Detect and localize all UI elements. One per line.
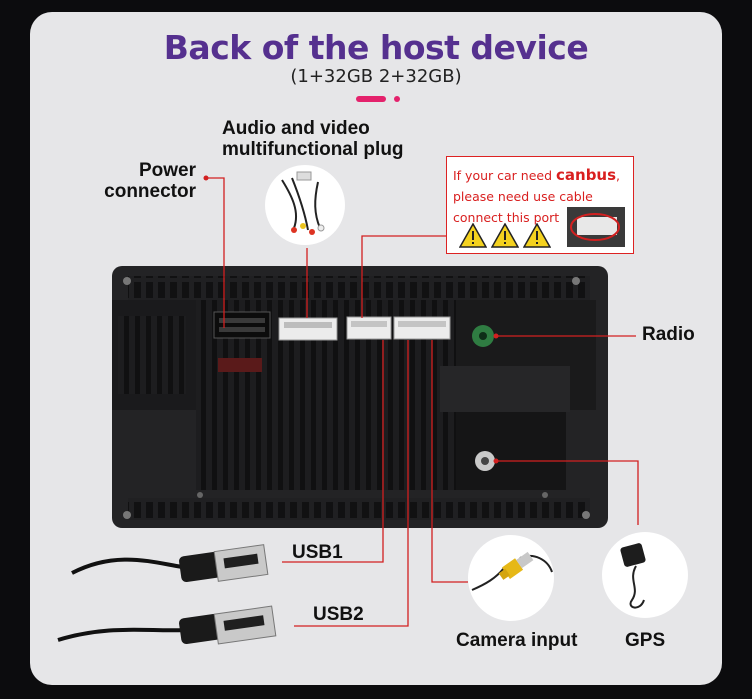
power-connector-label: Power connector bbox=[96, 160, 196, 202]
gps-port bbox=[475, 451, 495, 471]
title-accent-bar bbox=[356, 96, 386, 102]
camera-input-label: Camera input bbox=[456, 630, 578, 651]
canbus-note-box: If your car need canbus, please need use… bbox=[446, 156, 634, 254]
radio-port bbox=[472, 325, 494, 347]
page-subtitle: (1+32GB 2+32GB) bbox=[290, 66, 462, 87]
av-plug-port bbox=[278, 317, 338, 341]
canbus-note-line-2: please need use cable bbox=[453, 189, 593, 204]
canbus-port-thumbnail bbox=[567, 207, 625, 247]
canbus-note-line-3: connect this port bbox=[453, 210, 560, 225]
canbus-note-line-1: If your car need canbus, bbox=[453, 166, 620, 184]
radio-label: Radio bbox=[642, 324, 695, 345]
canbus-note-suffix: , bbox=[616, 168, 621, 183]
av-plug-label: Audio and video multifunctional plug bbox=[222, 118, 404, 160]
gps-label: GPS bbox=[625, 630, 666, 651]
warning-icon bbox=[491, 223, 519, 248]
camera-cable-thumbnail bbox=[468, 535, 554, 621]
power-connector-port bbox=[213, 311, 271, 372]
av-plug-label-line1: Audio and video bbox=[222, 118, 370, 139]
usb2-cable bbox=[57, 605, 277, 645]
host-unit-body bbox=[112, 266, 608, 528]
canbus-note-prefix: If your car need bbox=[453, 168, 556, 183]
canbus-ports bbox=[346, 316, 451, 340]
av-plug-label-line2: multifunctional plug bbox=[222, 139, 404, 160]
warning-icon bbox=[523, 223, 551, 248]
power-connector-label-line1: Power bbox=[138, 160, 196, 181]
warning-icon bbox=[459, 223, 487, 248]
gps-antenna-thumbnail bbox=[602, 532, 688, 618]
power-connector-label-line2: connector bbox=[104, 181, 196, 202]
title-accent-dot bbox=[394, 96, 400, 102]
usb1-label: USB1 bbox=[292, 542, 343, 563]
usb2-label: USB2 bbox=[313, 604, 364, 625]
canbus-note-highlight: canbus bbox=[556, 166, 617, 184]
av-harness-thumbnail bbox=[265, 165, 345, 245]
page-title: Back of the host device bbox=[163, 28, 589, 67]
callout-lines bbox=[206, 177, 639, 627]
usb1-cable bbox=[71, 544, 269, 583]
